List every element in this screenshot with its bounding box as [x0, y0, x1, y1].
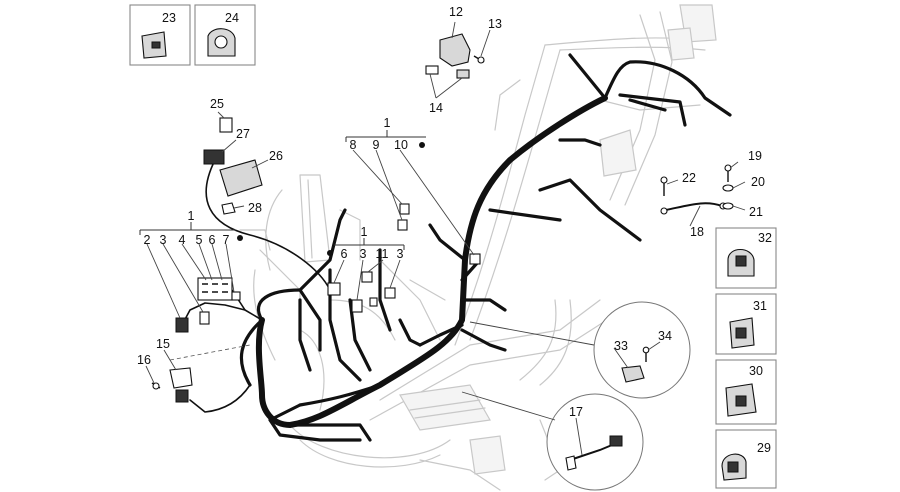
callout-14: 14: [429, 101, 443, 115]
part-22-bolt: [660, 176, 668, 196]
detail-circle-33-34: [593, 301, 691, 399]
part-15-bracket: [169, 367, 193, 389]
callout-8: 8: [350, 138, 357, 152]
callout-15: 15: [156, 337, 170, 351]
part-7-connector: [231, 291, 241, 301]
callout-4: 4: [179, 233, 186, 247]
callout-19: 19: [748, 149, 762, 163]
part-25-relay: [219, 117, 233, 133]
callout-17: 17: [569, 405, 583, 419]
callout-7: 7: [223, 233, 230, 247]
part-21-nut: [722, 202, 734, 210]
part-13-screw: [473, 55, 485, 64]
part-26-bracket: [219, 159, 263, 197]
part-10-connector: [469, 253, 481, 265]
callout-33: 33: [614, 339, 628, 353]
part-15-connector: [175, 389, 189, 403]
callout-23: 23: [162, 11, 176, 25]
callout-1-mid: 1: [361, 225, 368, 239]
callout-24: 24: [225, 11, 239, 25]
callout-26: 26: [269, 149, 283, 163]
callout-31: 31: [753, 299, 767, 313]
part-14-clip-b: [456, 69, 470, 79]
callout-22: 22: [682, 171, 696, 185]
scooter-frame: [239, 4, 717, 491]
callout-10: 10: [394, 138, 408, 152]
part-20-washer: [722, 184, 734, 192]
callout-11: 11: [376, 247, 389, 261]
callout-13: 13: [488, 17, 502, 31]
callout-6-left: 6: [209, 233, 216, 247]
callout-6-mid: 6: [341, 247, 348, 261]
part-3-connector-left: [199, 311, 210, 325]
callout-labels: 12 13 14 23 24 25 27 26 28 1 8 9 10 1 2 …: [137, 5, 772, 455]
callout-2: 2: [144, 233, 151, 247]
part-14-clip-a: [425, 65, 439, 75]
part-27-connector: [203, 149, 225, 165]
part-28-clip: [221, 202, 236, 215]
callout-29: 29: [757, 441, 771, 455]
callout-16: 16: [137, 353, 151, 367]
callout-1-top: 1: [384, 116, 391, 130]
part-fusebox: [197, 277, 233, 301]
group-brackets: [139, 130, 426, 256]
part-8-connector: [399, 203, 410, 215]
leader-lines: [145, 21, 746, 456]
callout-12: 12: [449, 5, 463, 19]
callout-32: 32: [758, 231, 772, 245]
part-16-screw: [151, 382, 161, 390]
part-2-connector: [175, 317, 189, 333]
part-6-connector: [327, 282, 341, 296]
callout-21: 21: [749, 205, 763, 219]
part-18-ground-cable: [660, 202, 727, 215]
callout-27: 27: [236, 127, 250, 141]
part-12-bracket: [439, 33, 471, 67]
boxed-details: [129, 4, 777, 489]
main-wiring-harness: [181, 53, 732, 442]
callout-25: 25: [210, 97, 224, 111]
part-19-screw: [724, 164, 732, 182]
callout-3-right: 3: [397, 247, 404, 261]
callout-20: 20: [751, 175, 765, 189]
callout-1-left: 1: [188, 209, 195, 223]
callout-34: 34: [658, 329, 672, 343]
part-3-connector-mid: [351, 299, 363, 313]
circle-details: [461, 301, 691, 491]
part-6-connector-small: [369, 297, 378, 307]
callout-9: 9: [373, 138, 380, 152]
callout-30: 30: [749, 364, 763, 378]
part-9-connector: [397, 219, 408, 231]
callout-5: 5: [196, 233, 203, 247]
part-11-connector: [361, 271, 373, 283]
callout-3-mid: 3: [360, 247, 367, 261]
detail-circle-17: [546, 393, 644, 491]
callout-18: 18: [690, 225, 704, 239]
part-17-sensor: [565, 435, 623, 471]
parts: [151, 33, 734, 403]
part-3-connector-right: [384, 287, 396, 299]
callout-3-left: 3: [160, 233, 167, 247]
callout-28: 28: [248, 201, 262, 215]
